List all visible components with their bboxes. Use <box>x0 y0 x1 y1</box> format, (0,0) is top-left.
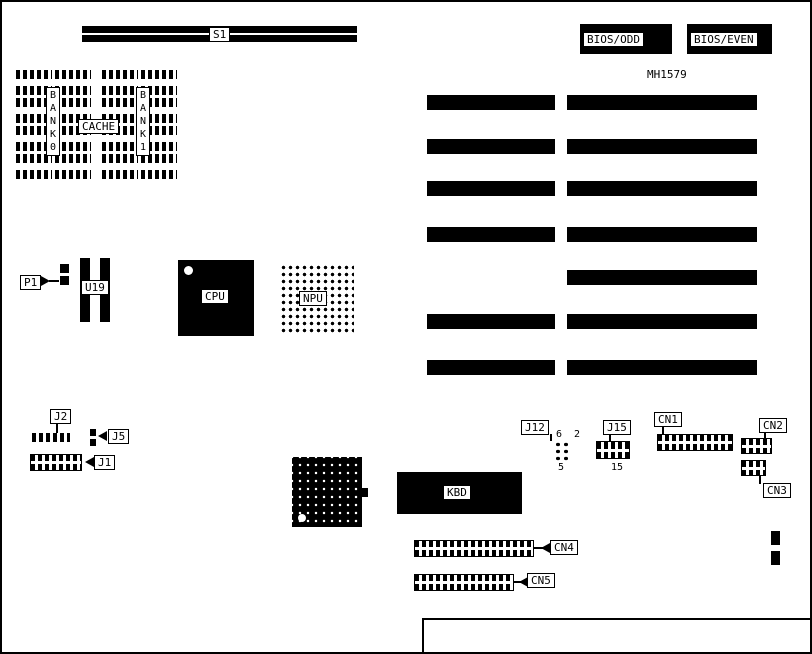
s1-label: S1 <box>209 27 231 42</box>
board-edge-step-horizontal <box>422 618 810 620</box>
u19-label: U19 <box>81 280 109 295</box>
p1-pointer-arrow <box>41 276 50 286</box>
isa-slot <box>567 360 757 375</box>
isa-slot <box>567 181 757 196</box>
cache-ram-chip <box>55 98 91 123</box>
isa-slot <box>427 227 555 242</box>
j2-pointer-line <box>56 424 58 433</box>
j2-label: J2 <box>50 409 72 424</box>
p1-label: P1 <box>20 275 42 290</box>
cn3-label: CN3 <box>763 483 791 498</box>
qfp-pin-stub <box>361 488 368 497</box>
j1-pointer-arrow <box>85 457 94 467</box>
j15-label: J15 <box>603 420 631 435</box>
isa-slot <box>427 314 555 329</box>
isa-slot <box>567 139 757 154</box>
cache-ram-chip <box>55 126 91 151</box>
cache-ram-chip <box>16 154 52 179</box>
j1-label: J1 <box>94 455 116 470</box>
npu-label: NPU <box>299 291 327 306</box>
cn1-header <box>657 434 733 451</box>
cn1-label: CN1 <box>654 412 682 427</box>
bios-even-label: BIOS/EVEN <box>690 32 758 47</box>
isa-slot <box>567 314 757 329</box>
j12-label: J12 <box>521 420 549 435</box>
cache-label: CACHE <box>78 119 120 134</box>
isa-slot <box>427 95 555 110</box>
j2-header <box>32 433 70 442</box>
edge-connector-mark <box>771 551 780 565</box>
cache-ram-chip <box>102 98 138 123</box>
cpu-label: CPU <box>201 289 229 304</box>
board-edge-step-vertical <box>422 618 424 652</box>
p1-jumper <box>60 276 69 285</box>
cn1-pointer-line <box>662 426 664 434</box>
isa-slot <box>427 139 555 154</box>
isa-slot <box>427 360 555 375</box>
j5-jumper <box>90 439 96 446</box>
cn3-header <box>741 460 766 476</box>
cache-ram-chip <box>102 154 138 179</box>
j5-label: J5 <box>108 429 130 444</box>
j5-pointer-arrow <box>98 431 107 441</box>
isa-slot <box>567 95 757 110</box>
j15-pointer-line <box>609 434 611 441</box>
cn5-pointer-line <box>514 581 521 583</box>
kbd-label: KBD <box>443 485 471 500</box>
part-number: MH1579 <box>647 68 687 81</box>
bank0-label: BANK0 <box>46 87 60 156</box>
cache-ram-chip <box>55 70 91 95</box>
cn4-pointer-arrow <box>541 543 550 553</box>
edge-connector-mark <box>771 531 780 545</box>
bank1-label: BANK1 <box>136 87 150 156</box>
cn5-label: CN5 <box>527 573 555 588</box>
cache-ram-chip <box>102 70 138 95</box>
p1-pointer-line <box>49 280 59 282</box>
cn5-pointer-arrow <box>519 577 528 587</box>
cache-ram-chip <box>55 154 91 179</box>
cn5-header <box>414 574 514 591</box>
j15-pin-bottom-number: 15 <box>611 462 624 473</box>
isa-slot <box>427 181 555 196</box>
j12-pin-bottom-number: 5 <box>558 462 565 473</box>
qfp-pin1-dot <box>298 514 306 522</box>
cache-ram-chip <box>141 154 177 179</box>
cache-ram-chip <box>16 70 52 95</box>
bios-odd-label: BIOS/ODD <box>583 32 644 47</box>
cn4-header <box>414 540 534 557</box>
cpu-pin1-dot <box>184 266 193 275</box>
cn2-pointer-line <box>764 432 766 438</box>
cn3-pointer-line <box>759 476 761 484</box>
isa-slot <box>567 270 757 285</box>
cn2-label: CN2 <box>759 418 787 433</box>
j12-header <box>554 441 570 462</box>
j5-jumper <box>90 429 96 436</box>
j12-pin-top-numbers: 6 2 <box>556 429 584 440</box>
cn2-header <box>741 438 772 454</box>
j15-header <box>596 441 630 459</box>
cn4-pointer-line <box>534 547 543 549</box>
p1-jumper <box>60 264 69 273</box>
isa-slot <box>567 227 757 242</box>
j1-header <box>30 454 82 471</box>
cn4-label: CN4 <box>550 540 578 555</box>
j12-pointer-line <box>550 434 552 441</box>
